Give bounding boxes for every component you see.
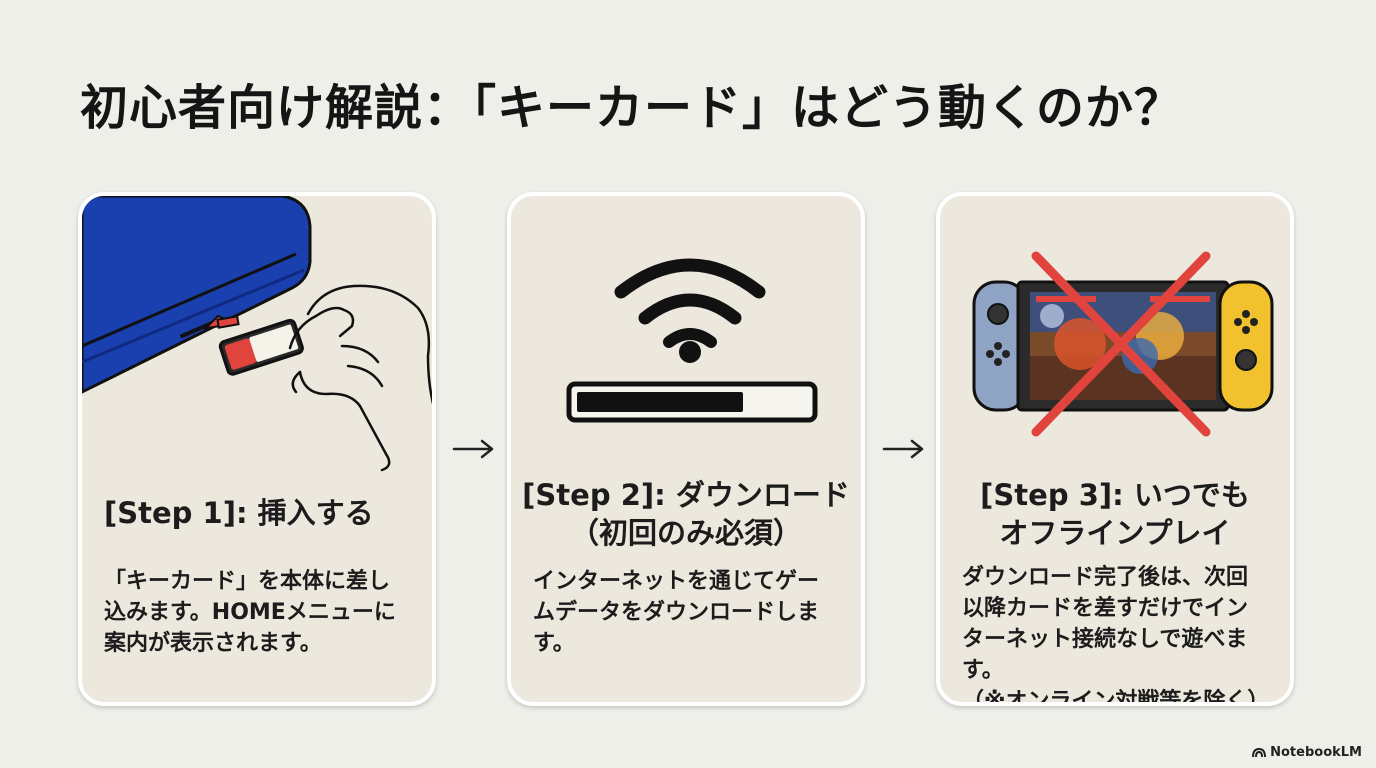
brand-logo: NotebookLM xyxy=(1252,745,1362,760)
step-1-title: [Step 1]: 挿入する xyxy=(104,496,374,530)
step-1-description: 「キーカード」を本体に差し 込みます。HOMEメニューに 案内が表示されます。 xyxy=(104,569,396,656)
arrow-right-icon xyxy=(882,439,924,459)
arrow-right-icon xyxy=(452,439,494,459)
step-2-title: [Step 2]: ダウンロード （初回のみ必須） xyxy=(522,478,850,550)
progress-bar-fill xyxy=(577,392,743,412)
step-3-card: [Step 3]: いつでも オフラインプレイ ダウンロード完了後は、次回 以降… xyxy=(936,192,1294,706)
game-console-crossed-icon xyxy=(972,251,1274,437)
page-title: 初心者向け解説：「キーカード」はどう動くのか？ xyxy=(80,80,1184,136)
step-3-title: [Step 3]: いつでも オフラインプレイ xyxy=(980,478,1250,550)
step-3-description: ダウンロード完了後は、次回 以降カードを差すだけでイン ターネット接続なしで遊べ… xyxy=(962,565,1270,706)
hand-inserting-card-icon xyxy=(82,196,432,472)
wifi-download-progress-icon xyxy=(566,258,818,423)
step-2-card: [Step 2]: ダウンロード （初回のみ必須） インターネットを通じてゲー … xyxy=(507,192,865,706)
brand-name: NotebookLM xyxy=(1270,745,1362,760)
notebooklm-logo-icon xyxy=(1252,747,1267,758)
step-2-description: インターネットを通じてゲー ムデータをダウンロードしま す。 xyxy=(533,569,820,656)
step-1-card: [Step 1]: 挿入する 「キーカード」を本体に差し 込みます。HOMEメニ… xyxy=(78,192,436,706)
